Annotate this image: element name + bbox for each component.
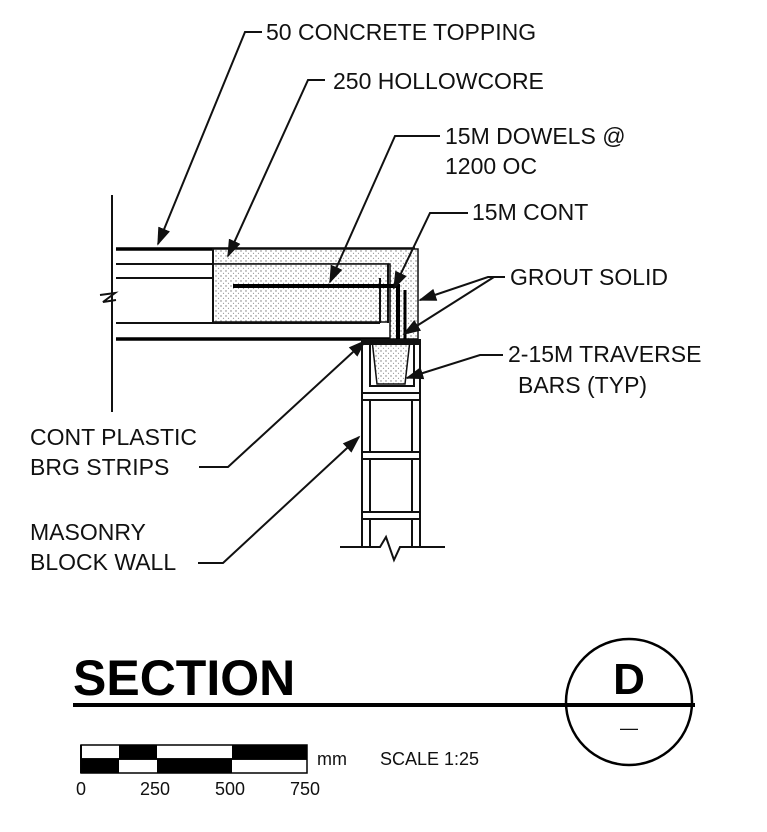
section-mark-circle: [564, 637, 694, 767]
label-traverse-line1: 2-15M TRAVERSE: [508, 341, 701, 367]
label-dowels-line2: 1200 OC: [445, 153, 537, 179]
scale-tick-0: 0: [76, 779, 86, 799]
grout-fill: [212, 248, 419, 340]
scale-tick-750: 750: [290, 779, 320, 799]
label-traverse-line2: BARS (TYP): [518, 372, 647, 398]
label-dowels-line1: 15M DOWELS @: [445, 123, 626, 149]
label-hollowcore: 250 HOLLOWCORE: [333, 68, 544, 94]
scale-tick-250: 250: [140, 779, 170, 799]
section-mark-letter: D: [613, 655, 645, 704]
label-masonry-line2: BLOCK WALL: [30, 549, 176, 575]
section-sheet-ref: —: [620, 718, 638, 738]
label-cont-bar: 15M CONT: [472, 199, 588, 225]
label-concrete-topping: 50 CONCRETE TOPPING: [266, 19, 536, 45]
label-masonry-line1: MASONRY: [30, 519, 146, 545]
scale-bar: [80, 744, 308, 774]
leader-lines: [157, 31, 505, 564]
label-plastic-line1: CONT PLASTIC: [30, 424, 197, 450]
scale-ratio: SCALE 1:25: [380, 749, 479, 769]
masonry-wall: [340, 339, 445, 563]
label-grout-solid: GROUT SOLID: [510, 264, 668, 290]
scale-tick-500: 500: [215, 779, 245, 799]
scale-unit: mm: [317, 749, 347, 769]
label-plastic-line2: BRG STRIPS: [30, 454, 169, 480]
section-title: SECTION: [73, 650, 295, 706]
left-break-line: [99, 195, 119, 412]
